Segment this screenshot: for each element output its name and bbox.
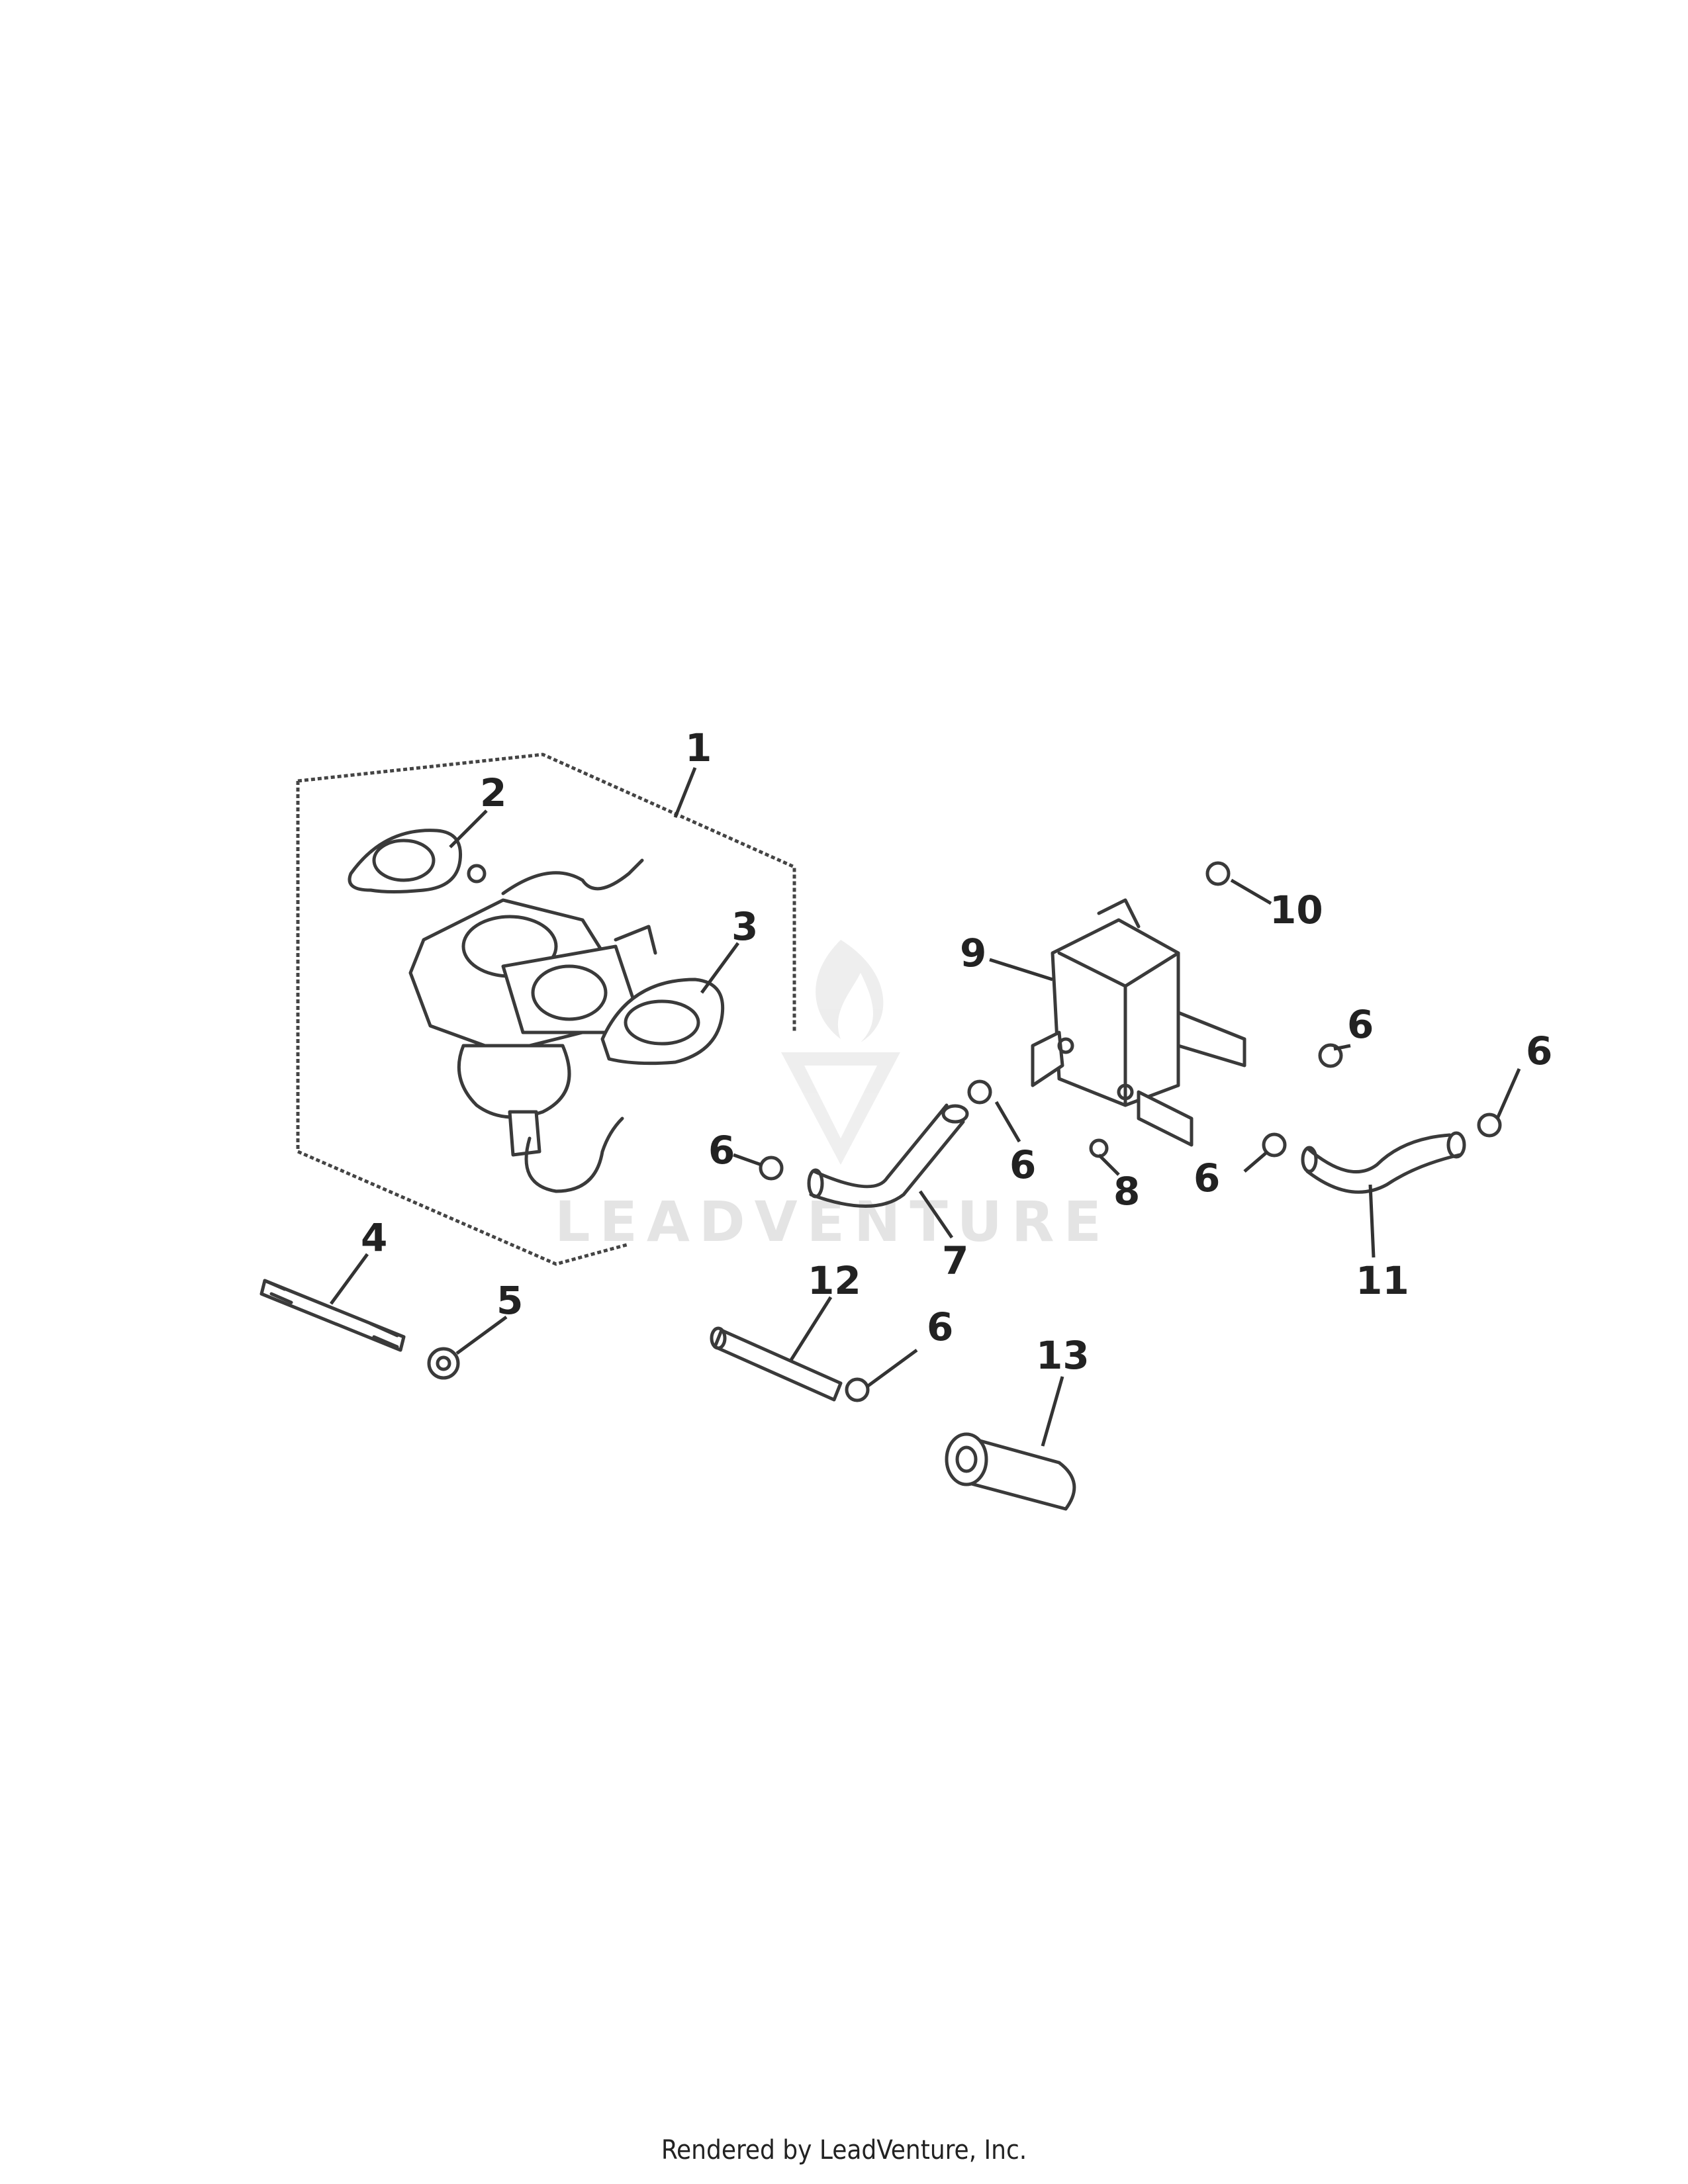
- leader-line: [733, 1153, 762, 1167]
- callout-10: 10: [1270, 887, 1323, 933]
- part-12-hose-icon: [710, 1326, 843, 1402]
- callout-4: 4: [361, 1215, 387, 1260]
- leader-line: [1495, 1068, 1521, 1120]
- watermark-logo: LEADVENTURE: [555, 940, 1111, 1254]
- leader-line: [994, 1101, 1021, 1143]
- part-6-clamp-icon: [845, 1377, 870, 1402]
- leader-line: [700, 942, 740, 994]
- part-6-clamp-icon: [1262, 1132, 1287, 1158]
- leader-line: [449, 809, 488, 848]
- leader-line: [789, 1296, 833, 1361]
- part-9-fuel-pump-icon: [1031, 898, 1246, 1147]
- part-6-clamp-icon: [1477, 1113, 1502, 1138]
- part-3-gasket-icon: [600, 978, 725, 1066]
- part-1-carburetor-icon: [408, 858, 657, 1193]
- leader-line: [1098, 1154, 1120, 1176]
- leader-line: [1243, 1150, 1269, 1173]
- callout-9: 9: [960, 931, 986, 976]
- part-6-clamp-icon: [967, 1079, 992, 1105]
- callout-2: 2: [480, 770, 506, 815]
- part-2-gasket-icon: [348, 829, 463, 893]
- callout-13: 13: [1036, 1333, 1090, 1378]
- leader-line: [1041, 1376, 1064, 1447]
- leader-line: [455, 1315, 508, 1355]
- callout-6-c: 6: [1347, 1002, 1374, 1047]
- callout-6-e: 6: [1526, 1028, 1552, 1073]
- leader-line: [866, 1348, 918, 1388]
- callout-6-d: 6: [1194, 1156, 1220, 1201]
- callout-7: 7: [942, 1238, 968, 1283]
- leader-line: [1333, 1044, 1351, 1051]
- leader-line: [989, 958, 1053, 981]
- leader-line: [1230, 878, 1272, 905]
- callout-5: 5: [496, 1278, 523, 1323]
- part-8-fitting-icon: [1089, 1138, 1109, 1158]
- part-4-stud-icon: [259, 1279, 406, 1352]
- leader-line: [918, 1190, 954, 1239]
- callout-6-b: 6: [1009, 1142, 1036, 1187]
- part-6-clamp-icon: [759, 1156, 784, 1181]
- callout-8: 8: [1113, 1169, 1140, 1214]
- part-7-hose-icon: [807, 1103, 969, 1208]
- part-11-hose-icon: [1301, 1131, 1466, 1194]
- callout-11: 11: [1356, 1258, 1409, 1303]
- watermark-text: LEADVENTURE: [555, 1189, 1111, 1254]
- leader-line: [673, 767, 697, 818]
- part-5-nut-icon: [427, 1347, 460, 1380]
- callout-3: 3: [731, 904, 758, 949]
- callout-6-f: 6: [927, 1304, 953, 1349]
- assembly-bracket: [296, 752, 796, 1266]
- callout-12: 12: [808, 1258, 861, 1303]
- part-6-clamp-icon: [1318, 1043, 1343, 1068]
- leader-line: [329, 1253, 369, 1305]
- callout-1: 1: [685, 725, 712, 770]
- part-10-fitting-icon: [1205, 861, 1231, 886]
- callout-6-a: 6: [708, 1128, 735, 1173]
- footer-credit: Rendered by LeadVenture, Inc.: [661, 2135, 1027, 2165]
- leader-line: [1368, 1184, 1376, 1258]
- part-13-fuel-filter-icon: [945, 1432, 1076, 1511]
